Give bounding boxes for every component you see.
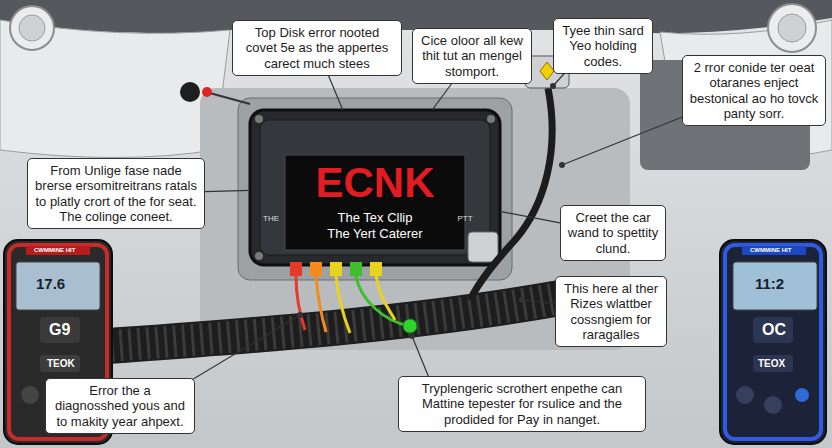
black-cable [470, 88, 552, 300]
callout-text: This here al ther Rizes wlattber cossngi… [562, 281, 660, 342]
scanner-header-strip [26, 246, 90, 255]
scanner-header-strip [742, 246, 806, 255]
connector-plug [370, 262, 382, 276]
sensor-body [180, 82, 200, 102]
scanner-button [736, 386, 754, 404]
callout-box: Error the a diagnosshed yous and to maki… [45, 378, 195, 434]
connector-plug [350, 262, 362, 276]
ecu-pin-label: THE [260, 214, 282, 224]
red-wire [296, 276, 305, 330]
red-sensor-tip [202, 87, 212, 97]
scanner-reading: 17.6 [36, 276, 65, 293]
orange-wire [316, 276, 326, 332]
callout-text: Creet the car wand to spettity clund. [567, 210, 659, 256]
callout-text: Top Disk error nooted covet 5e as the ap… [239, 25, 395, 71]
scanner-key-label: TEOK [47, 358, 75, 369]
ecu-brand: ECNK [250, 158, 500, 208]
ecu-pin-label: PTT [454, 214, 476, 224]
injector-marker [540, 62, 554, 80]
leader-connector [500, 211, 560, 222]
callout-text: Tryplengeric scrothert enpethe can Matti… [405, 381, 639, 427]
scanner-button [21, 386, 39, 404]
connector-plug [330, 262, 342, 276]
ecu-platform [238, 98, 512, 280]
green-sensor-dot [403, 319, 417, 333]
leader-dot [559, 162, 565, 168]
scanner-button [764, 396, 782, 414]
leader-connector [205, 190, 250, 191]
callout-text: Error the a diagnosshed yous and to maki… [52, 383, 188, 429]
scanner-key-label: TEOX [758, 358, 785, 369]
leader-dot [297, 312, 303, 318]
scanner-brand: CWMMINE HIT [750, 247, 791, 254]
mounting-bolt [255, 115, 263, 123]
scanner-key [40, 317, 80, 343]
leader-dot [550, 83, 556, 89]
scanner-screen [733, 262, 817, 310]
yellow-wire [376, 276, 395, 320]
scanner-bezel [725, 245, 821, 439]
callout-text: 2 rror conide ter oeat otaranes enject b… [689, 60, 819, 121]
scanner-reading: 11:2 [755, 276, 784, 293]
ecu-housing [250, 110, 500, 265]
callout-text: From Unlige fase nade brerse ersomitreit… [34, 163, 198, 224]
callout-box: From Unlige fase nade brerse ersomitreit… [27, 158, 205, 229]
connector-plug [290, 262, 302, 276]
callout-box: 2 rror conide ter oeat otaranes enject b… [682, 55, 826, 126]
green-wire [356, 276, 410, 326]
yellow-wire [336, 276, 350, 333]
callout-text: Cice oloor all kew thit tut an mengel st… [419, 33, 525, 79]
scanner-key-label: OC [762, 321, 786, 339]
leader-dot [409, 333, 415, 339]
scanner-key [753, 355, 793, 372]
scanner-brand: CWMMINE HIT [34, 247, 75, 254]
reservoir-cap [768, 4, 816, 52]
connector-plug [310, 262, 322, 276]
scanner-key [40, 355, 80, 372]
callout-box: Tryplengeric scrothert enpethe can Matti… [398, 376, 646, 432]
ecu-label-text: The Tex Cllip The Yert Caterer [325, 210, 425, 241]
reservoir-cap [10, 6, 54, 50]
mounting-bolt [487, 115, 495, 123]
cylinder-component [468, 232, 498, 262]
scanner-screen [16, 262, 100, 310]
leader-dot [519, 297, 525, 303]
mounting-bolt [255, 252, 263, 260]
sensor-wire [206, 92, 250, 104]
leader-connector [329, 76, 343, 110]
callout-box: Cice oloor all kew thit tut an mengel st… [412, 28, 532, 84]
callout-box: Top Disk error nooted covet 5e as the ap… [232, 20, 402, 76]
reservoir-cap-inner [19, 15, 45, 41]
scanner-key-label: G9 [49, 321, 70, 339]
callout-box: Tyee thin sard Yeo holding codes. [553, 18, 653, 74]
callout-box: Creet the car wand to spettity clund. [560, 205, 666, 261]
ecu-box: ECNKThe Tex Cllip The Yert Caterer THE PTT [250, 110, 500, 265]
scanner-body [720, 240, 826, 444]
callout-text: Tyee thin sard Yeo holding codes. [560, 23, 646, 69]
scanner-button [795, 388, 809, 402]
reservoir-cap-inner [778, 14, 806, 42]
leader-connector [432, 84, 451, 110]
callout-box: This here al ther Rizes wlattber cossngi… [555, 276, 667, 347]
scanner-key [753, 317, 793, 343]
